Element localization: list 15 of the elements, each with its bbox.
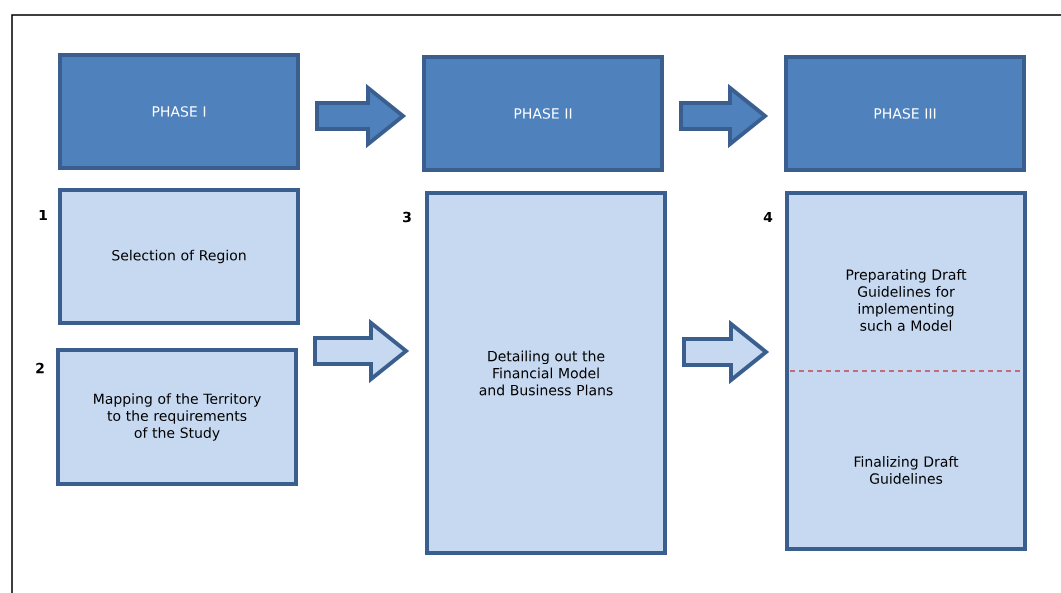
block-arrow [315, 83, 407, 149]
node-label: 1 [39, 209, 47, 221]
phase-box: PHASE II [422, 55, 664, 172]
block-arrow [682, 319, 770, 385]
node-label: 2 [36, 362, 44, 374]
step-box: Preparating Draft Guidelines for implementing such a Model Finalizing Draft Guidelines 4 [763, 191, 1027, 551]
node-label: 4 [763, 211, 773, 223]
phase-box: PHASE III [784, 55, 1026, 172]
block-arrow [313, 318, 410, 384]
step-box: Selection of Region 1 [39, 188, 300, 325]
node-label: 3 [403, 211, 411, 223]
block-arrow [679, 83, 769, 149]
phase-box: PHASE I [58, 53, 300, 170]
step-box: Detailing out the Financial Model and Business Plans 3 [403, 191, 667, 555]
step-box: Mapping of the Territory to the requirements of the Study 2 [36, 348, 298, 486]
